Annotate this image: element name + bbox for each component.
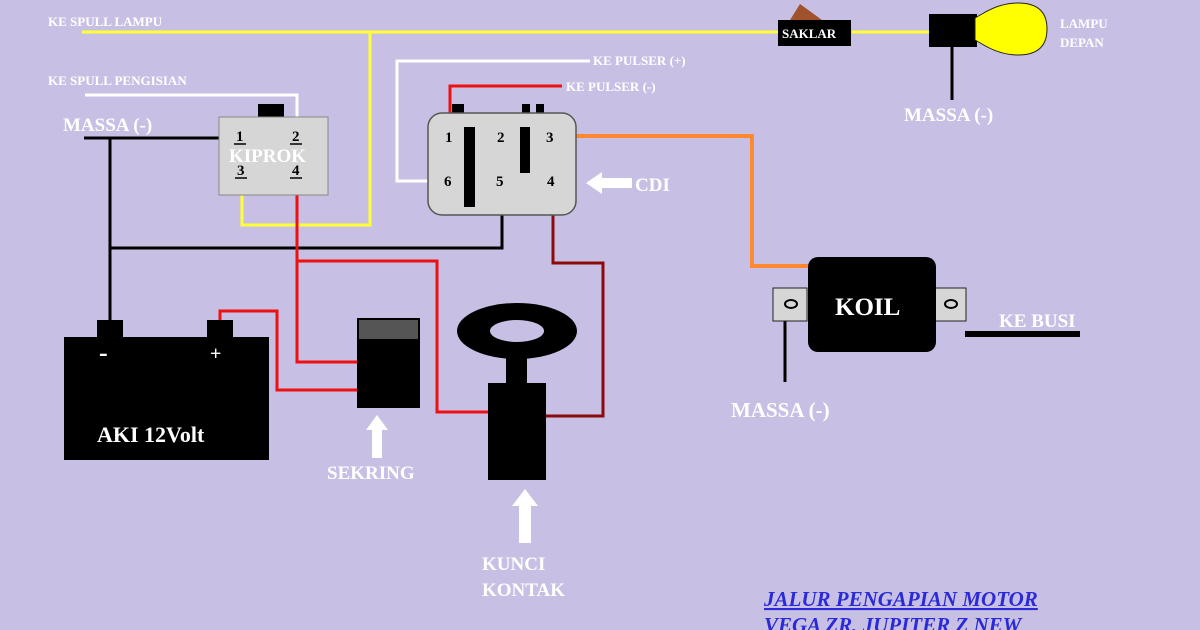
lampu-label-line1: LAMPU xyxy=(1060,16,1108,31)
saklar-body xyxy=(778,20,851,46)
kunci-body xyxy=(488,383,546,480)
koil-right-tab xyxy=(934,287,967,322)
diagram-title-line2: VEGA ZR, JUPITER Z NEW xyxy=(764,613,1023,630)
aki-terminal-negative xyxy=(97,320,123,337)
cdi-body xyxy=(427,112,577,216)
cdi-pin-slot-right xyxy=(520,127,530,173)
massa-koil-label: MASSA (-) xyxy=(731,398,830,422)
koil-body xyxy=(808,257,936,352)
kiprok-pin-1: 1 xyxy=(236,129,244,145)
cdi-pointer-arrow-icon xyxy=(586,172,632,194)
cdi-pin-2: 2 xyxy=(497,130,505,146)
cdi-pin-5: 5 xyxy=(496,174,504,190)
cdi-tab-right-a xyxy=(522,104,530,116)
aki-minus-symbol: - xyxy=(99,338,108,367)
kiprok-pin-2: 2 xyxy=(292,129,300,145)
kiprok-pin-3: 3 xyxy=(237,163,245,179)
kiprok-label: KIPROK xyxy=(229,146,306,167)
cdi-label: CDI xyxy=(635,175,670,196)
wire-white-spull-pengisian xyxy=(85,93,299,126)
cdi-pin-3: 3 xyxy=(546,130,554,146)
kiprok-tab xyxy=(258,104,284,118)
aki-plus-symbol: + xyxy=(210,343,221,365)
wire-white-pulser-plus xyxy=(395,59,590,183)
wire-darkred-cdi-kunci xyxy=(546,198,605,418)
kunci-stem xyxy=(506,356,527,384)
wire-red-battery-sekring xyxy=(218,309,357,392)
kunci-label-line2: KONTAK xyxy=(482,580,565,601)
kunci-label-line1: KUNCI xyxy=(482,554,545,575)
saklar-lever-icon xyxy=(790,4,822,20)
koil-left-tab xyxy=(772,287,808,322)
lamp-bulb-icon xyxy=(974,2,1048,56)
saklar-label: SAKLAR xyxy=(782,26,837,41)
koil-right-hole xyxy=(944,299,958,309)
pulser-plus-label: KE PULSER (+) xyxy=(593,53,686,68)
aki-label: AKI 12Volt xyxy=(97,422,205,447)
sekring-cap xyxy=(359,320,418,339)
lamp-socket xyxy=(929,14,977,47)
sekring-pointer-arrow-icon xyxy=(366,415,388,458)
cdi-pin-4: 4 xyxy=(547,174,555,190)
massa-lamp-label: MASSA (-) xyxy=(904,105,993,126)
kiprok-pin-4: 4 xyxy=(292,163,300,179)
kiprok-body xyxy=(218,116,329,196)
kunci-pointer-arrow-icon xyxy=(512,489,538,543)
koil-label: KOIL xyxy=(835,294,900,321)
aki-terminal-positive xyxy=(207,320,233,337)
cdi-tab-right-b xyxy=(536,104,544,116)
cdi-pin-slot-left xyxy=(464,127,475,207)
wire-yellow-kiprok-3 xyxy=(240,32,372,227)
spull-lampu-label: KE SPULL LAMPU xyxy=(48,14,163,29)
ke-busi-label: KE BUSI xyxy=(999,311,1076,332)
wire-red-kiprok-sekring xyxy=(295,190,357,364)
spull-pengisian-label: KE SPULL PENGISIAN xyxy=(48,73,187,88)
wire-orange-cdi-koil xyxy=(562,134,810,268)
diagram-title-line1: JALUR PENGAPIAN MOTOR xyxy=(763,587,1038,611)
aki-body xyxy=(64,337,269,460)
lampu-label-line2: DEPAN xyxy=(1060,35,1104,50)
sekring-label: SEKRING xyxy=(327,463,415,484)
wire-red-kiprok-kunci xyxy=(297,259,489,414)
cdi-pin-1: 1 xyxy=(445,130,453,146)
kunci-knob-hole xyxy=(490,320,544,342)
cdi-pin-6: 6 xyxy=(444,174,452,190)
koil-left-hole xyxy=(784,299,798,309)
pulser-minus-label: KE PULSER (-) xyxy=(566,79,656,94)
massa-left-label: MASSA (-) xyxy=(63,115,152,136)
